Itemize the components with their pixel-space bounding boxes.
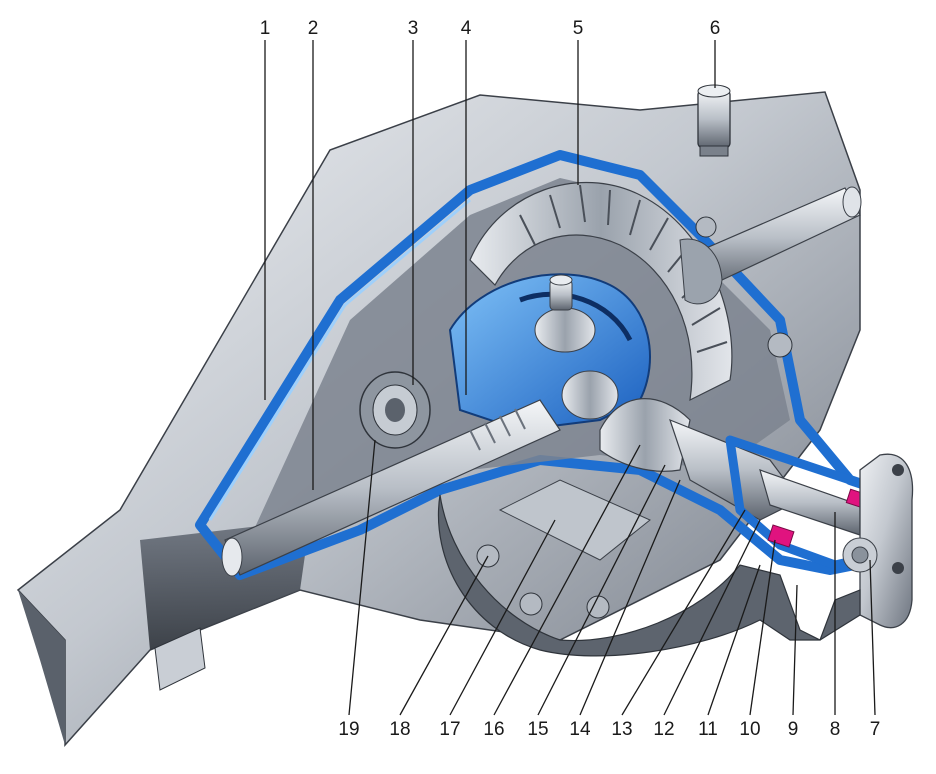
side-gears (534, 274, 619, 420)
callout-leader-15 (537, 464, 666, 716)
housing-bottom (438, 479, 861, 657)
callout-label-5: 5 (573, 18, 584, 39)
callout-label-16: 16 (483, 719, 504, 740)
callout-label-11: 11 (698, 719, 718, 740)
ring-gear (469, 182, 733, 402)
left-bearing (359, 371, 431, 449)
callout-leaders (264, 40, 876, 716)
callout-label-15: 15 (527, 719, 548, 740)
callout-label-12: 12 (653, 719, 674, 740)
callout-leader-14 (579, 479, 681, 716)
callout-leader-12 (663, 519, 761, 716)
callout-leader-11 (707, 564, 761, 716)
callout-leader-17 (449, 519, 556, 716)
callout-leader-7 (869, 559, 876, 716)
callout-label-7: 7 (870, 719, 881, 740)
callout-label-14: 14 (569, 719, 591, 740)
right-half-shaft (679, 186, 862, 305)
flange (842, 453, 914, 629)
callout-label-18: 18 (389, 719, 410, 740)
callout-label-3: 3 (408, 18, 419, 39)
callout-leader-18 (399, 555, 489, 716)
callout-leader-10 (749, 539, 776, 716)
mounting-bracket (154, 627, 206, 691)
callout-label-8: 8 (830, 719, 841, 740)
breather-cap (697, 84, 731, 157)
housing-bolts (476, 216, 793, 619)
callout-leader-19 (348, 439, 376, 716)
callout-label-4: 4 (461, 18, 472, 39)
left-half-shaft (221, 399, 561, 577)
callout-leader-16 (493, 444, 641, 716)
callout-label-17: 17 (439, 719, 460, 740)
callout-leader-9 (792, 584, 798, 716)
callout-label-9: 9 (788, 719, 799, 740)
callout-label-6: 6 (710, 18, 721, 39)
callout-label-13: 13 (611, 719, 632, 740)
callout-label-1: 1 (260, 18, 271, 39)
callout-label-2: 2 (308, 18, 319, 39)
callout-leader-13 (621, 509, 746, 716)
callout-label-19: 19 (338, 719, 359, 740)
callout-label-10: 10 (739, 719, 760, 740)
